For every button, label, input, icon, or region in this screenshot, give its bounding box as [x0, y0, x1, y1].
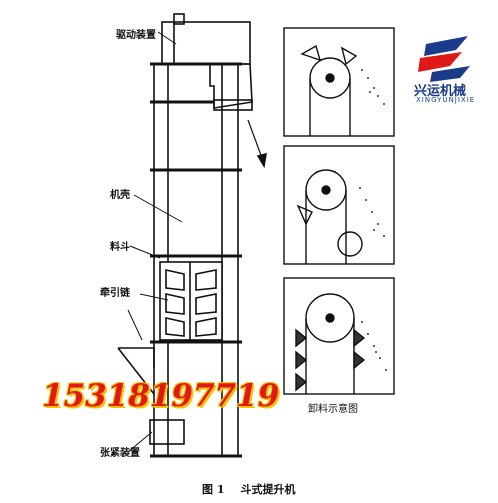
label-chain: 牵引链 [100, 288, 130, 299]
discharge-panel-2 [283, 145, 395, 265]
figure-caption: 图 1 斗式提升机 [202, 481, 311, 497]
figure-number: 图 1 [202, 483, 225, 496]
brand-name-en: XINGYUNJIXIE [416, 96, 476, 104]
discharge-chute [209, 63, 253, 109]
label-tension: 张紧装置 [100, 448, 140, 459]
brand-logo-icon [418, 36, 470, 82]
label-bucket: 料斗 [110, 242, 130, 253]
figure-title: 斗式提升机 [240, 483, 296, 496]
label-drive: 驱动装置 [116, 30, 156, 41]
discharge-panel-1 [283, 27, 395, 137]
chain-section [159, 261, 223, 341]
discharge-panel-3 [283, 277, 395, 395]
feed-chute [118, 347, 155, 368]
label-discharge: 卸料示意图 [308, 404, 358, 415]
phone-number: 15318197719 [42, 378, 280, 414]
brand-name: 兴运机械 [414, 84, 467, 99]
tension-device [149, 419, 185, 445]
drive-motor [173, 13, 185, 25]
label-casing: 机壳 [110, 190, 130, 201]
